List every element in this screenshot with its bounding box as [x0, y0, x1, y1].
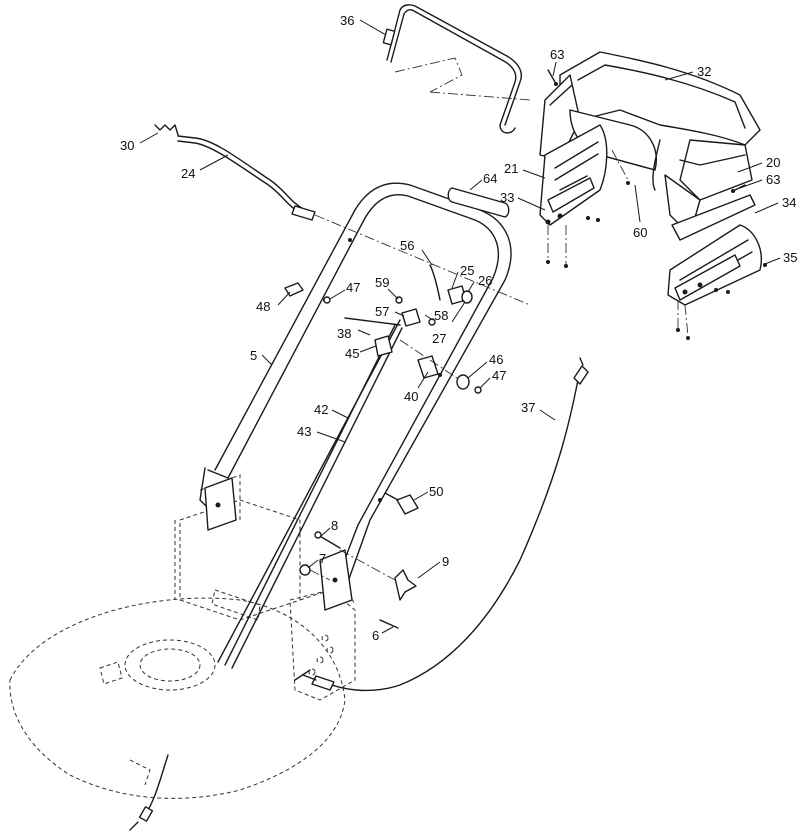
right-side-plate	[667, 194, 762, 306]
callout-36: 36	[340, 13, 354, 28]
callout-33: 33	[500, 190, 514, 205]
traction-cable	[302, 357, 589, 692]
callout-8: 8	[331, 518, 338, 533]
linkage-parts	[284, 264, 482, 629]
callout-9: 9	[442, 554, 449, 569]
callout-24: 24	[181, 166, 195, 181]
callout-48: 48	[256, 299, 270, 314]
callout-59: 59	[375, 275, 389, 290]
shift-cable	[154, 124, 531, 306]
callout-57: 57	[375, 304, 389, 319]
callout-37: 37	[521, 400, 535, 415]
callout-25: 25	[460, 263, 474, 278]
leader-lines	[139, 19, 781, 634]
callout-60: 60	[633, 225, 647, 240]
callout-47-upper: 47	[346, 280, 360, 295]
mower-deck-phantom	[9, 474, 356, 799]
callout-63-top: 63	[550, 47, 564, 62]
callout-35: 35	[783, 250, 797, 265]
callout-58: 58	[434, 308, 448, 323]
callout-21: 21	[504, 161, 518, 176]
callout-27: 27	[432, 331, 446, 346]
callout-42: 42	[314, 402, 328, 417]
callout-63-right: 63	[766, 172, 780, 187]
callout-6: 6	[372, 628, 379, 643]
callout-40: 40	[404, 389, 418, 404]
operator-bail	[382, 4, 531, 134]
control-console	[539, 51, 761, 236]
callout-50: 50	[429, 484, 443, 499]
left-side-plate	[539, 124, 608, 226]
handle-assembly	[199, 182, 512, 611]
callout-43: 43	[297, 424, 311, 439]
callout-45: 45	[345, 346, 359, 361]
callout-47-lower: 47	[492, 368, 506, 383]
callout-64: 64	[483, 171, 497, 186]
callout-34: 34	[782, 195, 796, 210]
cable-end-bottom	[129, 754, 169, 831]
cross-tube	[447, 187, 510, 218]
callout-26: 26	[478, 273, 492, 288]
callout-46: 46	[489, 352, 503, 367]
callout-32: 32	[697, 64, 711, 79]
callout-7: 7	[319, 551, 326, 566]
control-rods	[217, 319, 403, 669]
screws	[546, 69, 767, 340]
callout-30: 30	[120, 138, 134, 153]
callout-38: 38	[337, 326, 351, 341]
callout-20: 20	[766, 155, 780, 170]
callout-labels: 36 63 32 30 24 64 21 33 20 63 34 60 35 5…	[120, 13, 797, 643]
callout-56: 56	[400, 238, 414, 253]
callout-5: 5	[250, 348, 257, 363]
